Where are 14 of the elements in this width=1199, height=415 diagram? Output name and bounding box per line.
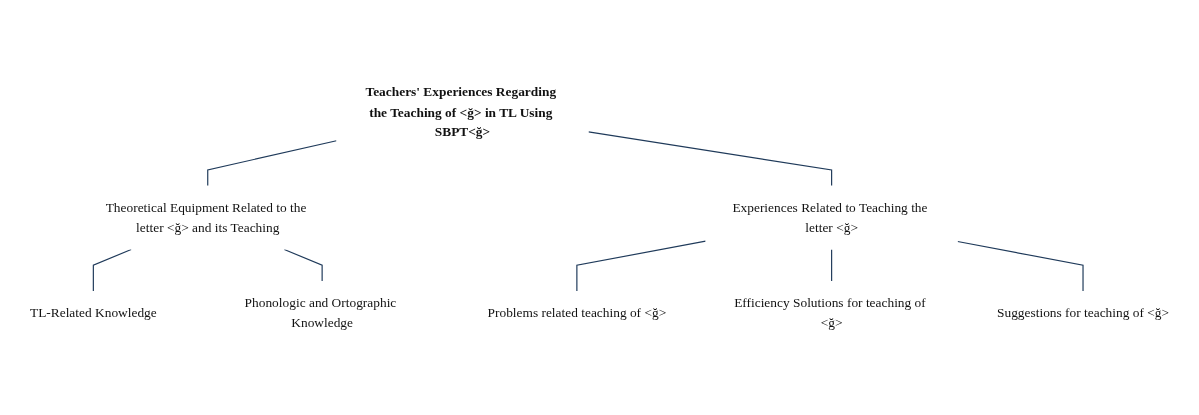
connector [576,240,707,292]
connector [957,240,1084,292]
connector [283,248,323,282]
node-text: Theoretical Equipment Related to the letter <ğ> and its Teaching [105,199,307,235]
node-text: Efficiency Solutions for teaching of <ğ> [734,295,926,331]
node-text: Phonologic and Ortographic Knowledge [244,295,397,331]
node-text: Problems related teaching of <ğ> [487,305,667,321]
node-text: TL-Related Knowledge [29,305,157,321]
connector [831,248,833,282]
connector [587,131,833,187]
node-text: Teachers' Experiences Regarding the Teaching of <ğ> in TL Using SBPT<ğ> [365,84,557,140]
connector [207,140,338,187]
node-text: Suggestions for teaching of <ğ> [997,305,1170,321]
node-text: Experiences Related to Teaching the letter <ğ> [732,199,928,235]
